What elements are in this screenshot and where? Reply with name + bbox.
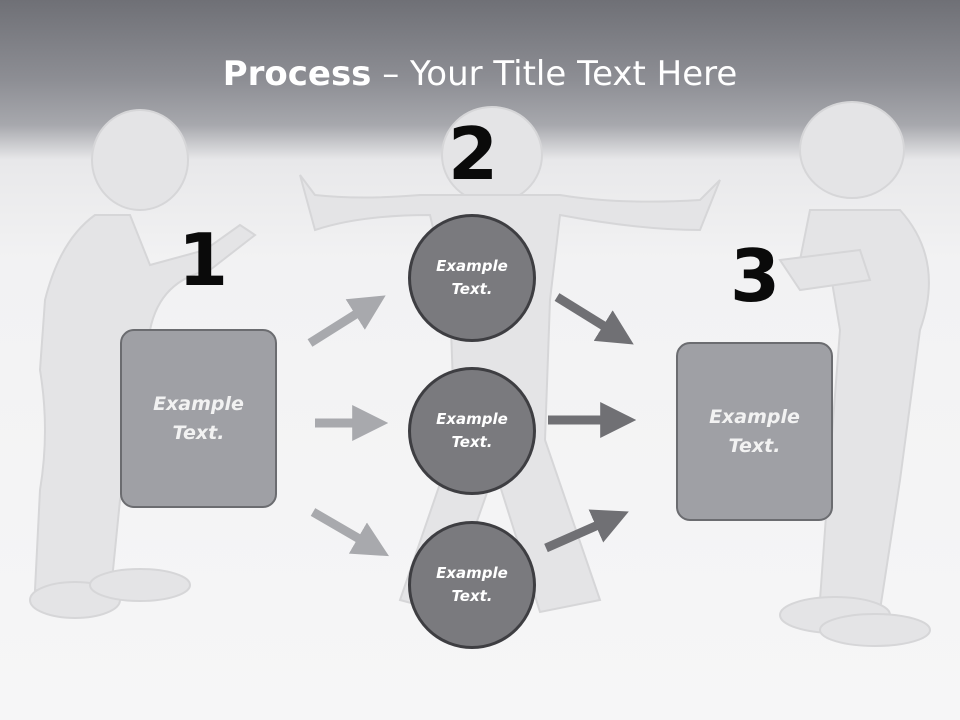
step-2-circle-middle: Example Text. [408, 367, 536, 495]
step-1-box-text: Example Text. [153, 392, 244, 444]
arrow-left-to-top [307, 295, 386, 347]
step-number-2: 2 [448, 112, 499, 196]
step-3-box-text: Example Text. [709, 405, 800, 457]
arrow-left-to-bottom [310, 508, 390, 557]
slide-title: Process – Your Title Text Here [0, 52, 960, 96]
step-number-3: 3 [730, 234, 781, 318]
circle-bottom-text: Example Text. [436, 564, 508, 605]
step-3-box: Example Text. [676, 342, 833, 521]
circle-middle-text: Example Text. [436, 410, 508, 451]
step-number-1: 1 [178, 218, 229, 302]
step-1-box: Example Text. [120, 329, 277, 508]
step-2-circle-top: Example Text. [408, 214, 536, 342]
title-rest: – Your Title Text Here [371, 54, 738, 94]
title-bold: Process [222, 54, 372, 94]
arrow-bottom-to-right [544, 509, 629, 553]
circle-top-text: Example Text. [436, 257, 508, 298]
step-2-circle-bottom: Example Text. [408, 521, 536, 649]
arrow-top-to-right [554, 293, 634, 345]
